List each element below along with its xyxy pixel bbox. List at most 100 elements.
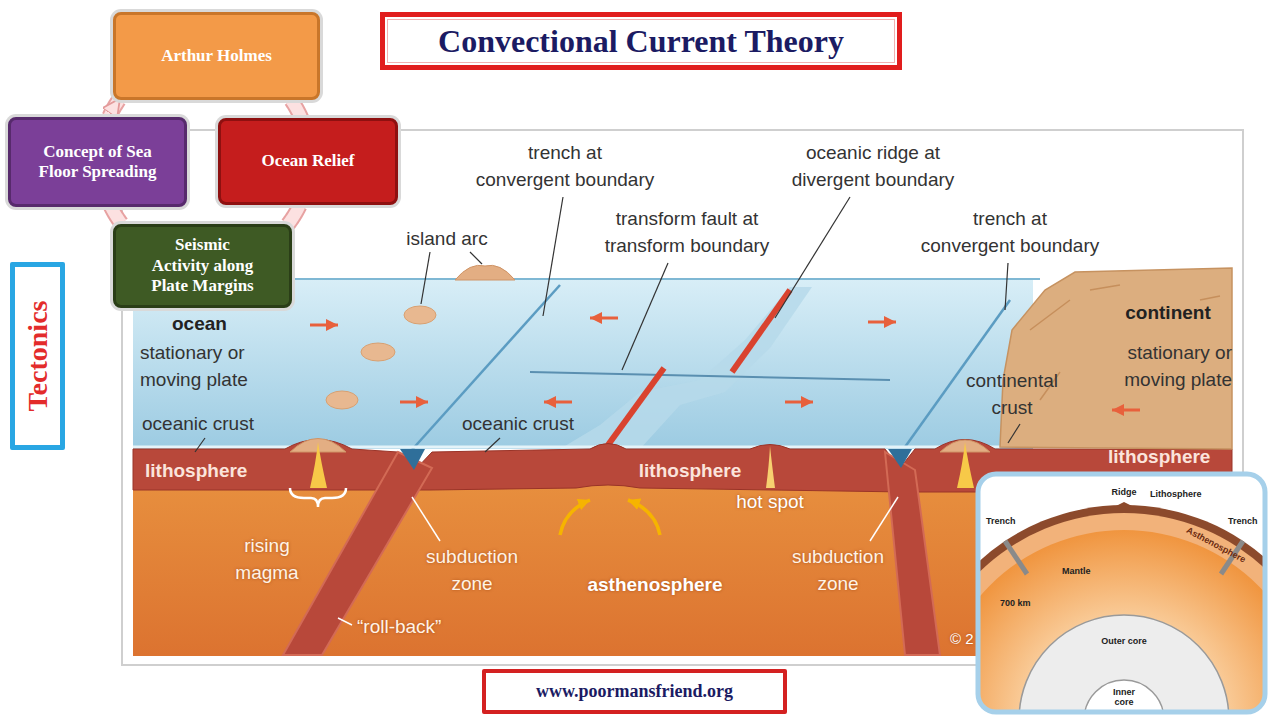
text-line: stationary or [1124,340,1232,367]
text-line: subduction [426,544,518,571]
callout-label: rising magma [235,533,298,586]
leader-line [412,497,440,541]
text-line: subduction [792,544,884,571]
text-line: transform fault at [605,206,770,233]
island [404,306,436,324]
text-line: Activity along [151,256,253,276]
callout-label: oceanic crust [142,411,254,438]
inset-border [978,474,1265,712]
callout-label: stationary or moving plate [1124,340,1232,393]
node-text: Tectonics [21,301,55,412]
leader-line [1005,263,1008,310]
callout-label: Trench [1228,516,1258,526]
plate-motion-arrow [544,401,572,404]
plate-motion-arrow [868,321,896,324]
callout-label: lithosphere [1108,444,1210,471]
node-text: Arthur Holmes [161,46,272,66]
inner-core [1084,680,1164,712]
callout-label: asthenosphere [587,572,722,599]
callout-label: Asthenosphere [1185,525,1248,565]
callout-label: Outer core [1101,636,1147,646]
callout-label: trench at convergent boundary [476,140,655,193]
magma-plume [957,442,974,488]
url-box: www.poormansfriend.org [482,669,787,715]
callout-label: hot spot [736,489,804,516]
earth-lithosphere [978,505,1265,712]
leader-line [485,438,500,452]
leader-line [622,263,668,370]
magma-plume [310,442,327,488]
cycle-ring-edge [111,206,122,223]
leader-line [870,497,898,541]
callout-label: subduction zone [792,544,884,597]
ridge-line [608,368,664,445]
text-line: transform boundary [605,233,770,260]
callout-label: island arc [406,226,487,253]
theory-box: Arthur Holmes [113,12,320,100]
cycle-ring [111,206,122,223]
node-text: Ocean Relief [262,151,355,171]
callout-label: transform fault at transform boundary [605,206,770,259]
bracket [290,488,346,507]
callout-label: lithosphere [639,458,741,485]
text-line: trench at [476,140,655,167]
ridge-bump [1114,502,1134,507]
leader-line [338,618,352,625]
hot-spot-plume [766,446,775,488]
text-line: oceanic ridge at [792,140,955,167]
plate-motion-arrow [310,324,338,327]
callout-label: continental crust [966,368,1058,421]
callout-label: 700 km [1000,598,1031,608]
cycle-ring [109,100,119,117]
text-line: Plate Margins [151,276,253,296]
callout-label: lithosphere [145,458,247,485]
cycle-ring-edge [109,100,119,117]
text-line: Seismic [151,235,253,255]
text-line: rising [235,533,298,560]
plate-motion-arrow [785,401,813,404]
callout-label: © 2 [950,628,974,649]
callout-label: continent [1125,300,1211,327]
trench-slab [1005,541,1027,574]
plate-motion-arrow [590,317,618,320]
leader-line [775,197,850,318]
callout-label: Lithosphere [1150,489,1202,499]
island-arc [455,265,515,280]
side-tab: Tectonics [10,262,66,450]
callout-label: Trench [986,516,1016,526]
cycle-arrow [109,100,119,117]
leader-line [470,252,482,264]
text-line: Floor Spreading [39,162,157,182]
text-line: Inner [1113,687,1135,697]
outer-core [1019,615,1229,712]
cycle-arrow [111,206,122,223]
text-line: Concept of Sea [39,142,157,162]
continent-block [1000,268,1232,449]
leader-line [543,197,563,316]
leader-line [195,438,205,452]
convection-arrow [560,500,590,535]
callout-label: subduction zone [426,544,518,597]
text-line: moving plate [1124,367,1232,394]
callout-label: ocean [172,311,227,338]
convection-arrow [628,500,660,535]
island [361,343,395,361]
node-text: Seismic Activity along Plate Margins [151,235,253,296]
island [326,391,358,409]
crust-surface [133,446,1000,449]
text-line: divergent boundary [792,167,955,194]
text-line: zone [426,571,518,598]
plate-motion-arrow [400,401,428,404]
callout-label: oceanic ridge at divergent boundary [792,140,955,193]
node-text: www.poormansfriend.org [536,681,733,703]
cycle-arrow [291,100,301,118]
callout-label: “roll-back” [357,614,441,641]
transform-fault [530,372,890,380]
cycle-arrow [288,206,300,225]
callout-label: trench at convergent boundary [921,206,1100,259]
theory-box: Ocean Relief [218,118,398,205]
callout-label: stationary or moving plate [140,340,248,393]
leader-line [1008,424,1020,443]
earth-mantle [978,530,1265,712]
callout-label: Inner core [1113,687,1135,708]
